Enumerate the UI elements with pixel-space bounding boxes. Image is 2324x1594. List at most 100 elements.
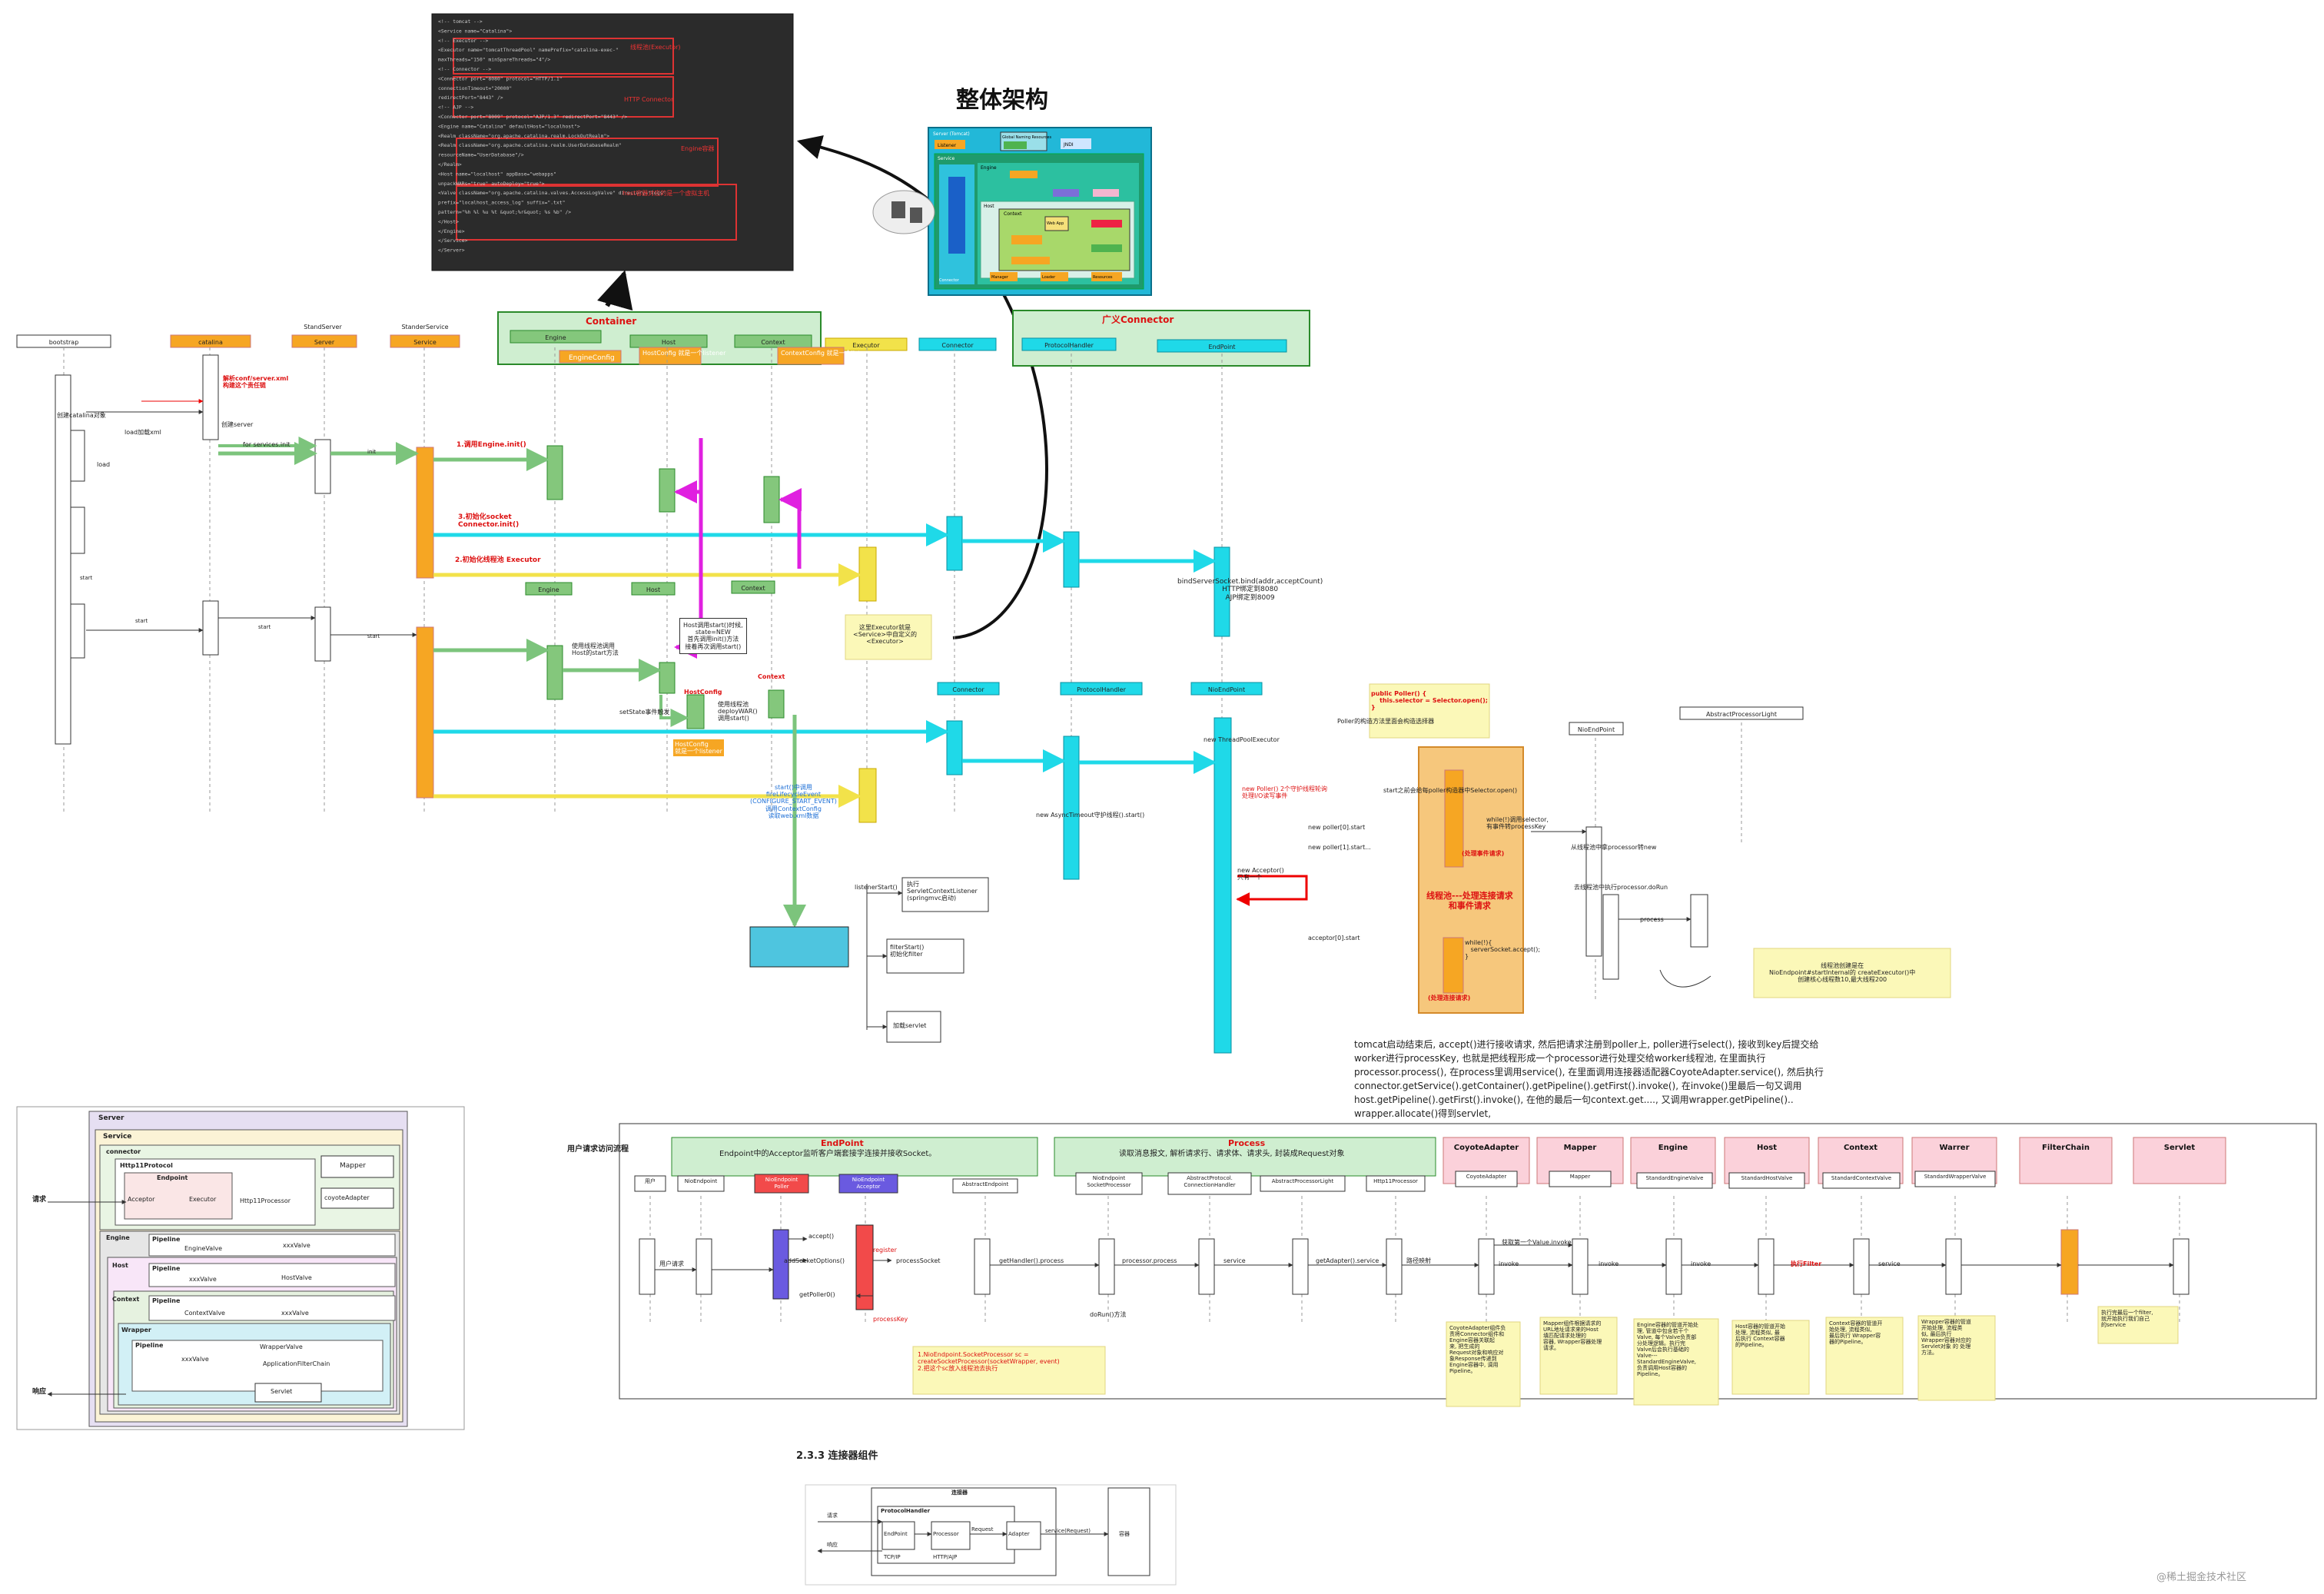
executor-note: 这里Executor就是 <Service>中自定义的 <Executor> [853,624,917,646]
start-label: start [367,633,380,639]
from-poller-label: 从线程池中拿processor转new [1571,844,1657,851]
connector-fig-container: 容器 [1119,1531,1130,1537]
flow-arrow-label: 执行Filter [1791,1260,1822,1267]
code-note: 线程池(Executor) [630,43,681,51]
engine-init-label: 1.调用Engine.init() [456,441,526,449]
flow-arrow-label: processSocket [896,1257,941,1264]
acceptor-loop-label: while(!){ serverSocket.accept(); } [1465,939,1541,961]
lifeline-label: StanderService [401,324,448,330]
lifeline-label: AbstractProcessorLight [1706,711,1777,718]
flow-arrow-label: service [1223,1257,1246,1264]
arch-wrapper: Wrapper [121,1327,151,1333]
code-line: resourceName="UserDatabase"/> [438,152,524,158]
flow-sub-box [634,1175,666,1192]
flow-note: 1.NioEndpoint.SocketProcessor sc = creat… [918,1351,1060,1373]
context-config-label: ContextConfig 就是一个listener [781,349,875,357]
arch-xxx-valve: xxxValve [281,1310,309,1317]
lifeline-head [170,334,251,348]
flow-sub-label: StandardWrapperValve [1924,1174,1987,1180]
arch-xxx-valve: xxxValve [181,1356,209,1363]
poller-start-b-label: new poller[1].start... [1308,844,1371,851]
summary-text: tomcat启动结束后, accept()进行接收请求, 然后把请求注册到pol… [1354,1039,1824,1119]
flow-activation [1572,1238,1589,1295]
flow-header-label: Warrer [1940,1144,1970,1152]
flow-note-box [1539,1317,1618,1395]
mini-sublifeline-box [525,582,573,596]
code-line: </Server> [438,247,465,254]
flow-sub-label: Acceptor [856,1184,880,1190]
flow-header-label: Host [1757,1144,1777,1152]
connector-fig-service: service(Request) [1045,1528,1091,1534]
lifeline-head [825,337,908,351]
new-async-label: new AsyncTimeout守护线程().start() [1036,812,1145,819]
new-acceptor-label: new Acceptor() 只有一个 [1237,867,1284,882]
flow-process-desc: 读取消息报文, 解析请求行、请求体、请求头, 封装成Request对象 [1119,1150,1345,1158]
flow-activation [1198,1238,1215,1295]
connector-figure [805,1484,1177,1586]
connector-fig-request-arrow: Request [971,1526,994,1533]
code-line: maxThreads="150" minSpareThreads="4"/> [438,57,550,63]
lifeline-head [1679,706,1804,720]
filter-start-label: filterStart() 初始化filter [890,944,925,958]
arch-pipeline: Pipeline [152,1297,181,1304]
flow-sub-box [1914,1171,1996,1187]
flow-header-label: Mapper [1564,1144,1597,1152]
flow-arrow-label: accept() [808,1233,835,1240]
connector-fig-processor: Processor [933,1531,959,1537]
arch-response: 响应 [32,1388,47,1396]
mini-context-label: Context [1004,211,1022,217]
pool-note: 线程池创建是在 NioEndpoint#startInternal的 creat… [1769,962,1916,984]
arch-host: Host [112,1262,128,1269]
flow-activation [1478,1238,1495,1295]
start-label: start [135,618,148,624]
load-xml-label: load加载xml [124,429,161,436]
lifeline-head [918,337,997,351]
flow-sub-label: AbstractProtocol. [1187,1175,1233,1181]
flow-arrow-label: 路径映射 [1406,1257,1431,1264]
host-config-label: HostConfig 就是一个listener [642,349,726,357]
lifeline-label: Service [413,339,437,346]
code-line: </Service> [438,237,468,244]
flow-sub-label: SocketProcessor [1087,1182,1130,1188]
flow-sub-label: AbstractProcessorLight [1272,1178,1334,1184]
arch-pipeline: Pipeline [135,1342,164,1349]
flow-arrow-label: invoke [1499,1260,1519,1267]
code-line: </Host> [438,218,459,224]
mini-service-label: Service [938,156,954,161]
context-red-label: Context [758,673,785,680]
setstate-label: setState事件触发 [619,709,670,716]
flow-note-box [1825,1317,1904,1395]
code-line: <!-- tomcat --> [438,18,483,25]
flow-sub-box [1366,1175,1426,1192]
flow-sub-label: Http11Processor [1373,1178,1418,1184]
flow-header-label: FilterChain [2042,1144,2090,1152]
new-tpe-label: new ThreadPoolExecutor [1204,736,1280,743]
connector-fig-protocol: ProtocolHandler [881,1508,931,1514]
flow-activation [1386,1238,1403,1295]
lifeline-label: Context [761,339,785,346]
connector-fig-title: 连接器 [951,1489,968,1496]
mini-sublifeline-box [1060,682,1143,696]
start-label: start [258,624,271,630]
mini-sublifeline-box [631,582,676,596]
flow-sub-box [1455,1171,1518,1187]
init-label: init [367,449,377,455]
create-catalina-label: 创建catalina对象 [57,412,106,419]
flow-note: 执行完最后一个filter, 就开始执行我们自己 的service [2101,1310,2153,1329]
new-poller-label: new Poller() 2个守护线程轮询 处理I/O读写事件 [1242,785,1328,800]
arch-context: Context [112,1296,140,1303]
flow-arrow-label: invoke [1691,1260,1711,1267]
arch-engine-valve: EngineValve [184,1245,223,1252]
flow-activation [639,1238,656,1295]
mini-sublifeline-label: NioEndPoint [1208,686,1245,693]
arch-mapper: Mapper [340,1162,366,1170]
flow-sub-label: StandardHostValve [1741,1175,1793,1181]
arch-server: Server [98,1114,124,1122]
flow-sub-label: Poller [774,1184,788,1190]
code-line: prefix="localhost_access_log" suffix=".t… [438,200,565,206]
code-note: host容器对应的是一个虚拟主机 [622,189,709,197]
arch-host-valve: HostValve [281,1274,312,1281]
mini-server-label: Server (Tomcat) [933,131,970,137]
flow-arrow-label: getAdapter().service [1316,1257,1379,1264]
deploy-war-label: 使用线程池 deployWAR() 调用start() [718,701,758,722]
